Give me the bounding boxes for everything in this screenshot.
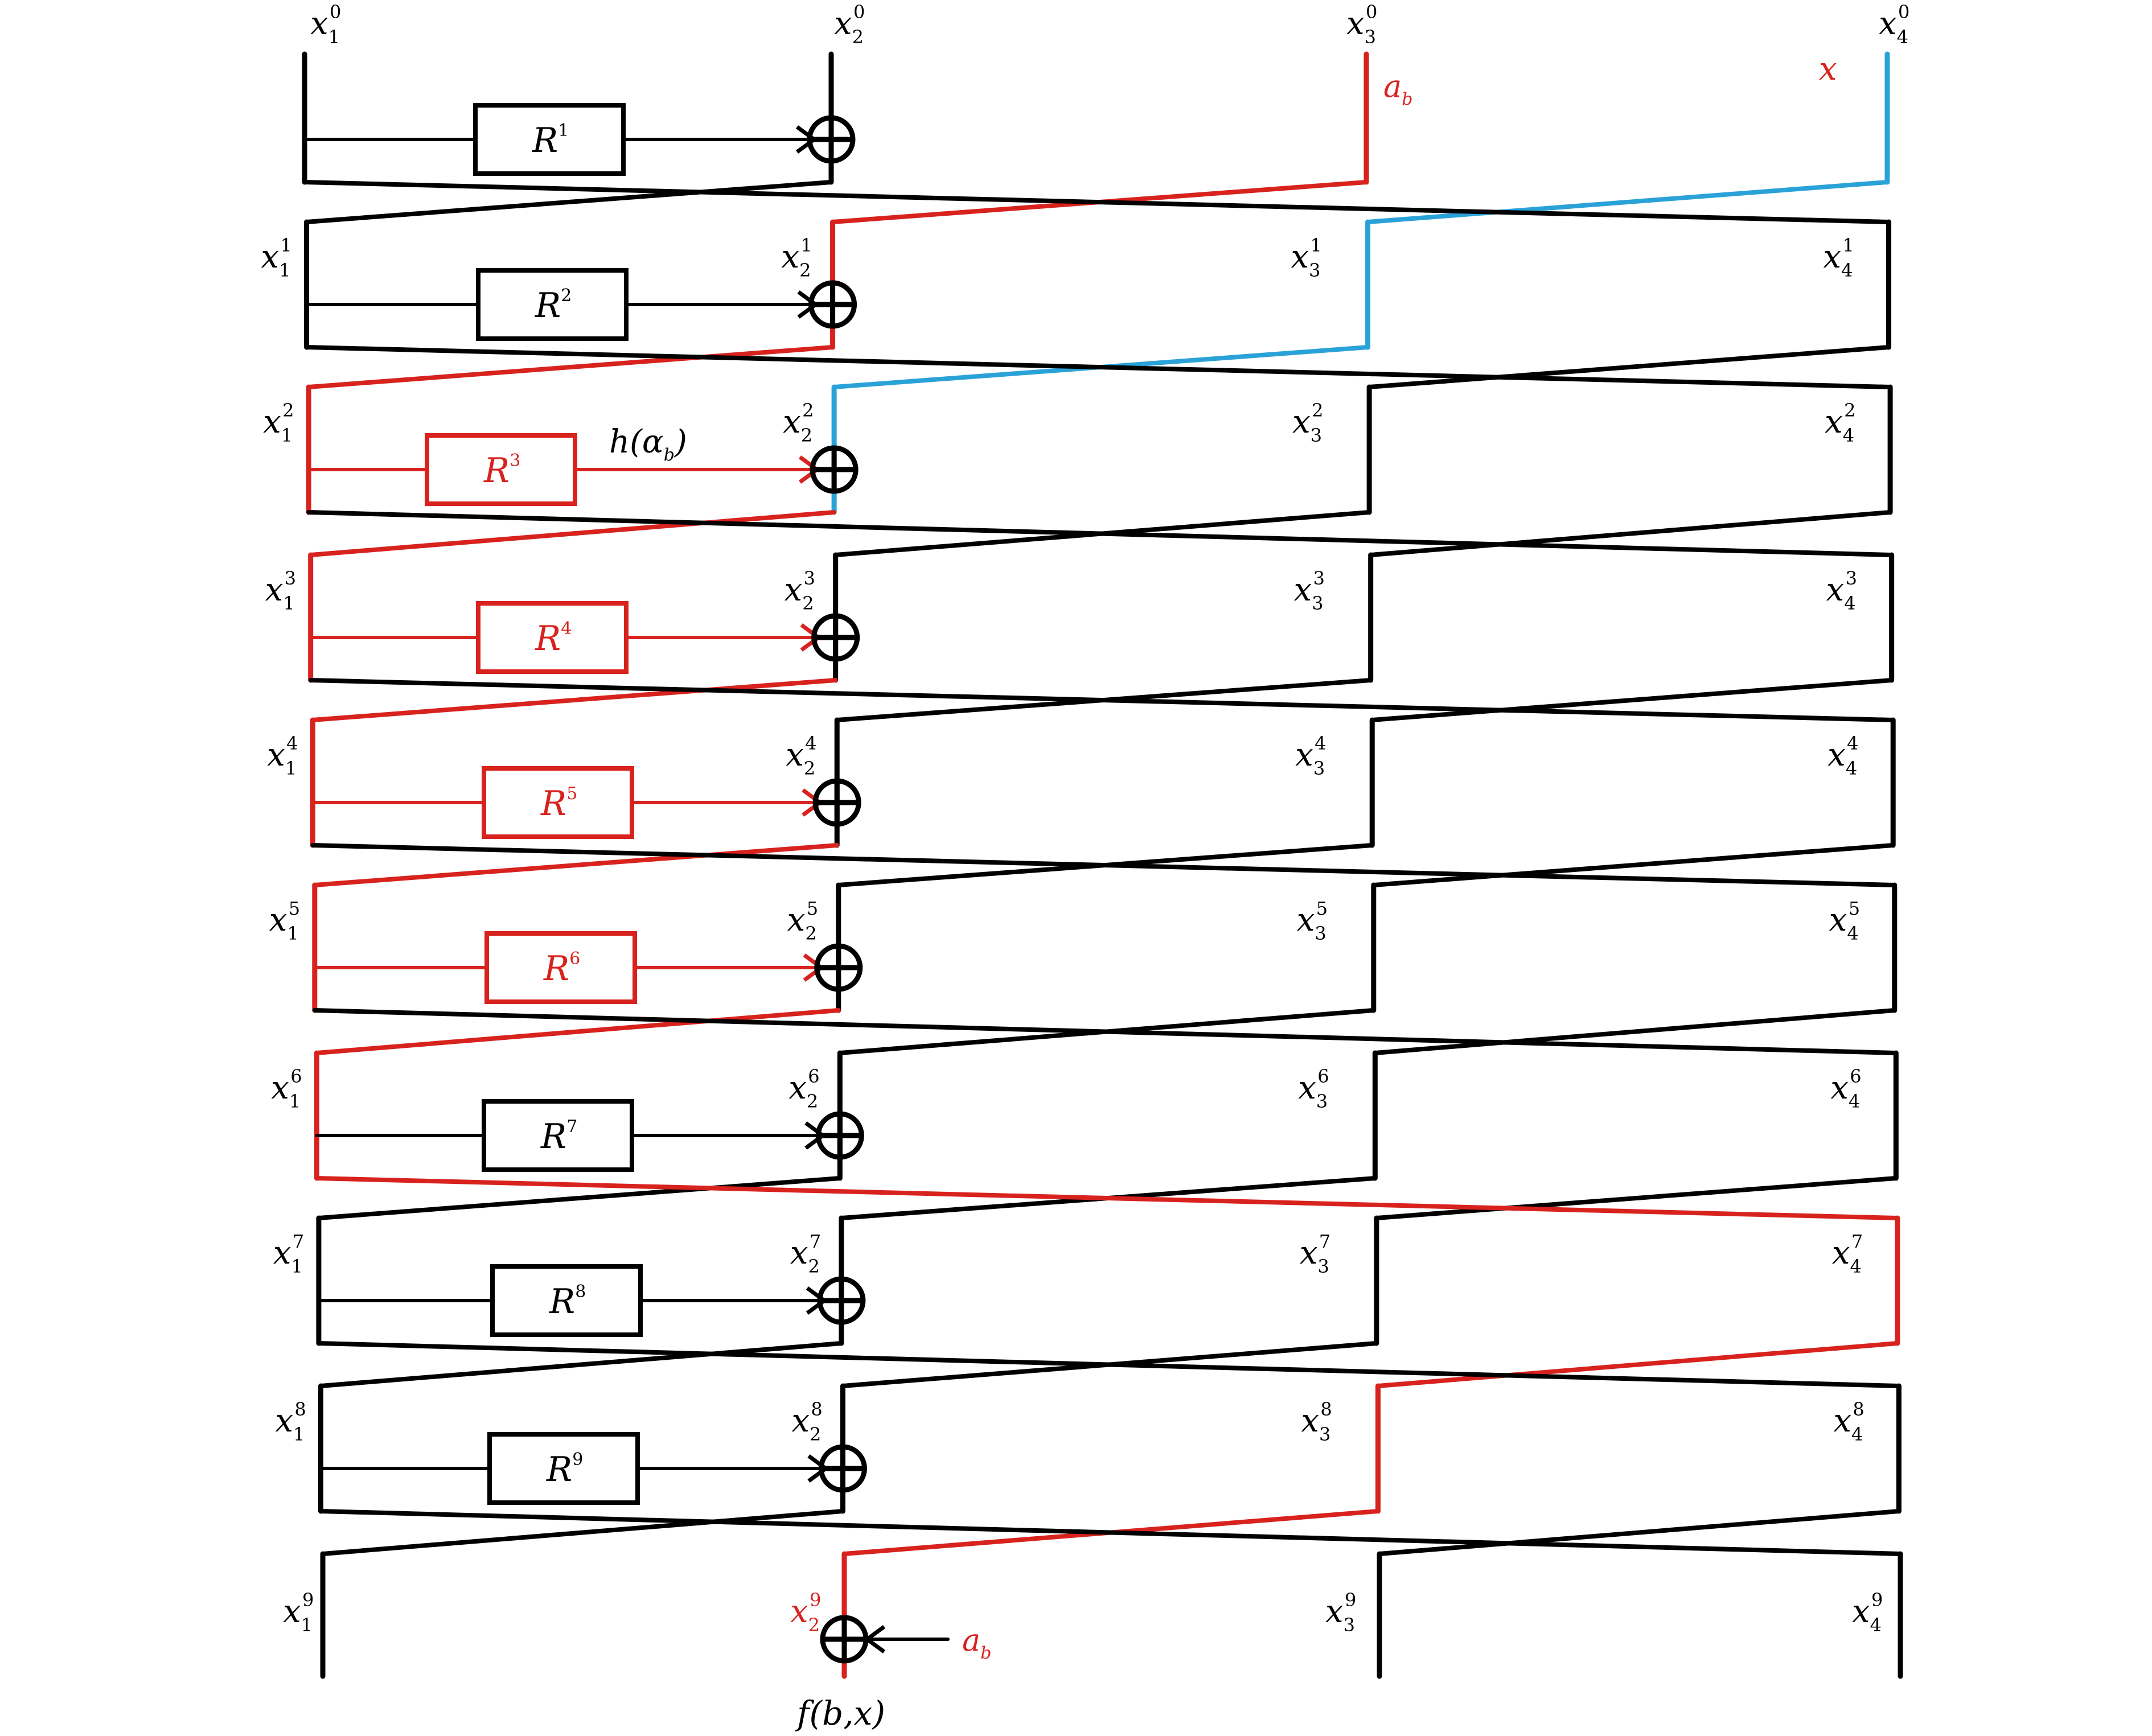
round-label: R8 [549,1282,586,1322]
round-label: R2 [535,286,572,326]
state-label: x44 [1827,733,1858,779]
round-function-box [476,268,629,341]
top-state-label: x10 [310,1,341,48]
round-function-box [490,1264,643,1337]
round-function-box [484,931,637,1004]
wire-crossing [318,1509,1903,1556]
wire-crossing [316,1176,843,1220]
output-label: f(b,x) [795,1694,885,1733]
state-label: x36 [1298,1066,1329,1112]
wire-crossing [304,180,833,224]
round-function-box [425,433,577,506]
input-label-x: x [1819,51,1837,88]
wire-crossing [318,1341,844,1388]
state-label: x43 [1826,567,1857,614]
state-label: x15 [269,898,300,944]
top-state-label: x40 [1879,1,1909,48]
wire-crossing [1365,180,1890,224]
label-layer: x10 x20 x30 x40 ab x x11 x21 x31 x41 x12 x22 x32 x42 x… [261,1,1910,1733]
round-function-box [476,601,629,674]
state-label: x31 [1291,235,1322,281]
wire-crossing [1371,843,1896,887]
round-label: R3 [483,451,520,491]
wire-crossing [1373,1008,1897,1055]
wire-crossing [310,843,1897,887]
round-function-box [473,103,626,176]
round-label: R7 [540,1117,577,1157]
state-label: x37 [1300,1231,1330,1277]
wire-crossing [314,1176,1900,1220]
wire-crossing [1367,345,1891,389]
wire-crossing [314,1008,841,1055]
state-label: x29 [790,1589,821,1636]
state-label: x12 [263,400,294,446]
state-label: x28 [791,1398,822,1445]
state-label: x26 [788,1066,819,1112]
final-a-b-label: ab [962,1622,991,1663]
state-label: x34 [1295,733,1326,779]
round-label: R9 [546,1450,583,1490]
state-label: x33 [1294,567,1325,614]
wire-crossing [306,345,835,389]
wire-crossing [310,678,838,722]
state-label: x38 [1301,1398,1332,1445]
state-label: x48 [1833,1398,1864,1445]
state-label: x42 [1825,400,1855,446]
wire-crossing [1377,1509,1902,1556]
round-label: R4 [535,619,572,659]
state-label: x23 [785,567,815,614]
state-label: x13 [265,567,296,614]
wire-crossing [1374,1176,1899,1220]
round-label: R1 [532,121,569,161]
wire-crossing [306,510,1894,557]
state-label: x41 [1824,235,1854,281]
wire-crossing [316,1341,1902,1388]
state-label: x49 [1852,1589,1883,1636]
state-label: x18 [275,1398,306,1445]
wire-crossing [308,678,1896,722]
wire-crossing [1368,510,1893,557]
wire-layer [302,51,1903,1679]
xor-layer [807,115,886,1664]
state-label: x24 [786,733,816,779]
state-label: x17 [273,1231,304,1277]
state-label: x19 [283,1589,314,1636]
state-label: x35 [1297,898,1328,944]
state-label: x21 [782,235,812,281]
state-label: x27 [790,1231,821,1277]
round-function-box [487,1432,640,1505]
state-label: x11 [261,235,292,281]
state-label: x32 [1292,400,1323,446]
state-label: x47 [1832,1231,1863,1277]
wire-crossing [312,843,840,887]
round-label: R5 [540,784,577,824]
wire-crossing [1370,678,1894,722]
round-function-box [482,766,634,839]
wire-crossing [1375,1341,1900,1388]
state-label: x22 [783,400,814,446]
state-label: x46 [1830,1066,1861,1112]
state-label: x25 [787,898,818,944]
state-label: x45 [1829,898,1860,944]
round-label: R6 [543,949,580,989]
final-arrow-head [864,1625,886,1653]
state-label: x16 [271,1066,302,1112]
wire-crossing [302,180,1891,224]
wire-crossing [312,1008,1899,1055]
wire-crossing [304,345,1893,389]
input-label-a-b: ab [1383,68,1412,109]
wire-crossing [308,510,837,557]
h-alpha-label: h(αb) [609,423,687,465]
top-state-label: x20 [834,1,865,48]
round-function-box [482,1099,634,1172]
state-label: x39 [1325,1589,1356,1636]
wire-crossing [321,1509,845,1556]
top-state-label: x30 [1346,1,1377,48]
state-label: x14 [267,733,298,779]
